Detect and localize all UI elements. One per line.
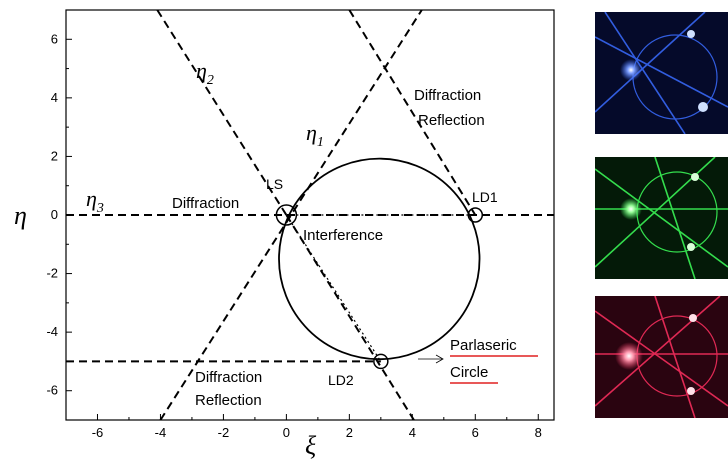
annotation-line1: Parlaseric <box>450 337 517 354</box>
eta2-line-label: η2 <box>196 58 214 88</box>
y-tick-label: -6 <box>46 383 58 398</box>
x-tick-label: -2 <box>218 425 230 440</box>
y-tick-label: 0 <box>51 207 58 222</box>
reflection-upper-label: Reflection <box>418 112 485 129</box>
diffraction-reflection-line-lower <box>285 214 415 421</box>
x-tick-label: 2 <box>346 425 353 440</box>
y-tick-label: -2 <box>46 266 58 281</box>
ls-marker <box>275 204 298 226</box>
y-tick-label: 4 <box>51 90 58 105</box>
diffraction-reflection-line-upper <box>348 9 477 216</box>
ld2-marker <box>373 353 389 370</box>
red-laser-photo <box>595 296 728 418</box>
y-axis-title: η <box>14 201 27 230</box>
x-tick-label: 8 <box>535 425 542 440</box>
x-tick-label: 4 <box>409 425 416 440</box>
eta1-line-label: η1 <box>306 120 324 150</box>
dotted-connectors <box>285 214 476 362</box>
plot-frame <box>65 9 555 421</box>
eta1-line <box>159 9 423 421</box>
ld1-label: LD1 <box>472 189 498 205</box>
diffraction-lower-label: Diffraction <box>195 369 262 386</box>
x-tick-label: 0 <box>283 425 290 440</box>
dashed-rays <box>66 9 554 421</box>
eta3-line-label: η3 <box>86 186 104 216</box>
diffraction-label: Diffraction <box>172 195 239 212</box>
y-tick-label: 6 <box>51 31 58 46</box>
x-axis-title: ξ <box>305 431 317 460</box>
ls-ld2-connector <box>285 214 382 362</box>
y-tick-label: 2 <box>51 148 58 163</box>
diffraction-upper-label: Diffraction <box>414 87 481 104</box>
ld1-marker <box>467 207 484 223</box>
x-tick-label: -6 <box>92 425 104 440</box>
ls-label: LS <box>266 176 283 192</box>
ld2-label: LD2 <box>328 372 354 388</box>
reflection-lower-label: Reflection <box>195 392 262 409</box>
green-laser-photo <box>595 157 728 279</box>
y-tick-label: -4 <box>46 324 58 339</box>
annotation-line2: Circle <box>450 364 488 381</box>
x-tick-label: 6 <box>472 425 479 440</box>
blue-laser-photo <box>595 12 728 134</box>
parlaseric-circle-annotation: Parlaseric Circle <box>418 337 538 384</box>
parlaseric-circle <box>278 157 481 361</box>
eta2-line <box>156 9 288 216</box>
parlaseric-diagram: -6 -4 -2 0 2 4 6 8 -6 -4 -2 0 2 4 6 LS LD1 LD2 Diffrac… <box>14 9 555 460</box>
x-tick-label: -4 <box>155 425 167 440</box>
annotation-arrowhead <box>435 354 444 364</box>
interference-label: Interference <box>303 227 383 244</box>
